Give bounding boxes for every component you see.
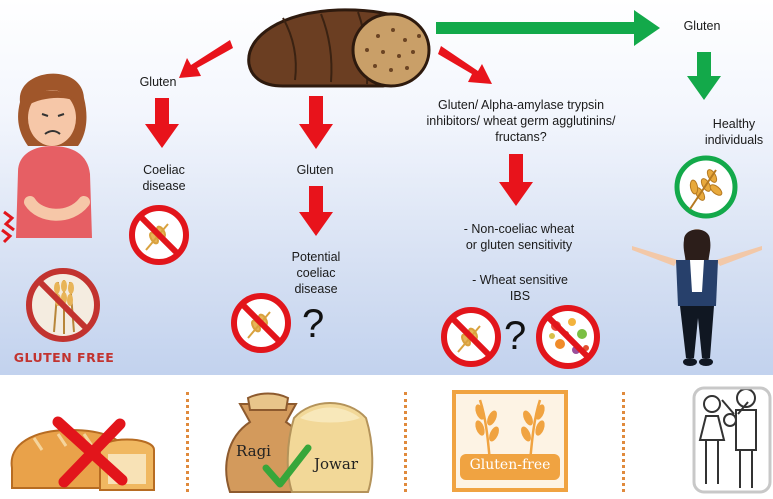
divider-1 [186, 392, 189, 492]
family-icon [692, 386, 772, 494]
divider-2 [404, 392, 407, 492]
gluten-free-badge-text: GLUTEN FREE [13, 350, 115, 365]
arrow-to-coeliac [145, 98, 179, 148]
arrow-to-gluten-mid [299, 96, 333, 149]
ncgs-label: - Non-coeliac wheat or gluten sensitivit… [463, 222, 575, 252]
checkmark-icon [262, 444, 312, 488]
gluten-free-logo-icon [452, 390, 568, 492]
arrow-to-gluten-right [436, 10, 660, 46]
arrow-to-gluten-components [438, 46, 492, 84]
gluten-label-mid: Gluten [296, 163, 334, 177]
no-wheat-icon-potential [231, 293, 291, 353]
gluten-label-right: Gluten [683, 19, 721, 33]
gluten-free-logo-text: Gluten-free [469, 457, 551, 473]
no-wheat-icon-ncgs [441, 307, 501, 367]
gluten-label-left: Gluten [139, 75, 177, 89]
arrow-to-healthy [687, 52, 721, 100]
ragi-label: Ragi [236, 442, 271, 460]
bread-crossed-icon [10, 416, 155, 491]
arrow-to-ncgs [499, 154, 533, 206]
question-mark-ncgs: ? [504, 314, 527, 358]
coeliac-disease-label: Coeliac disease [142, 163, 186, 193]
jowar-label: Jowar [314, 455, 358, 473]
divider-3 [622, 392, 625, 492]
wheat-ibs-label: - Wheat sensitive IBS [472, 273, 568, 303]
arrow-to-potential-coeliac [299, 186, 333, 236]
healthy-woman-illustration [632, 229, 762, 366]
potential-coeliac-label: Potential coeliac disease [291, 250, 341, 296]
gluten-free-badge-icon [26, 268, 100, 342]
healthy-individuals-label: Healthy individuals [704, 117, 764, 147]
arrow-to-gluten-left [179, 40, 233, 78]
jowar-sack-icon [286, 402, 374, 493]
gluten-components-label: Gluten/ Alpha-amylase trypsin inhibitors… [426, 98, 616, 144]
no-fodmap-foods-icon [536, 305, 600, 369]
wheat-ok-icon [674, 155, 738, 219]
no-wheat-icon-coeliac [129, 205, 189, 265]
question-mark-potential: ? [302, 302, 325, 346]
woman-stomach-pain-illustration [1, 73, 92, 244]
bread-loaf-icon [247, 8, 431, 88]
